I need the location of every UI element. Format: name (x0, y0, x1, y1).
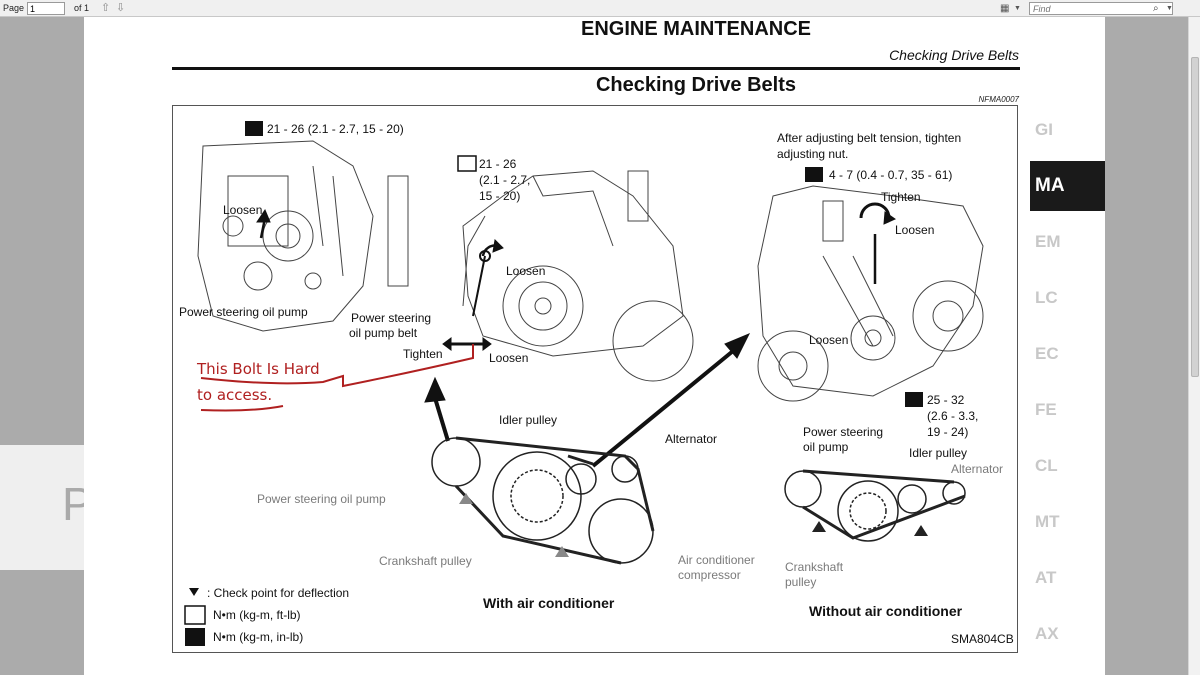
torque-spec-bottom-1: 25 - 32 (927, 393, 965, 407)
next-page-icon[interactable]: ⇩ (116, 2, 126, 14)
alternator-right-label: Alternator (951, 462, 1003, 476)
tab-mt[interactable]: MT (1035, 512, 1060, 531)
without-ac-caption: Without air conditioner (809, 603, 963, 619)
alternator-label: Alternator (665, 432, 717, 446)
document-page: ENGINE MAINTENANCE Checking Drive Belts … (84, 17, 1105, 675)
page-label: Page (3, 3, 25, 13)
torque-icon-right (805, 167, 823, 182)
view-options-icon[interactable]: ▦ (1000, 3, 1010, 14)
after-adjusting-note-1: After adjusting belt tension, tighten (777, 131, 961, 145)
tab-ec[interactable]: EC (1035, 344, 1059, 363)
ac-compressor-label-2: compressor (678, 568, 741, 582)
belt-diagram-with-ac (431, 436, 655, 565)
tighten-label-middle: Tighten (403, 347, 443, 361)
power-steering-oil-pump-grey-label: Power steering oil pump (257, 492, 386, 506)
tab-at[interactable]: AT (1035, 568, 1057, 587)
torque-spec-middle-1: 21 - 26 (479, 157, 517, 171)
document-header: ENGINE MAINTENANCE (580, 18, 811, 40)
document-subheader: Checking Drive Belts (889, 47, 1019, 63)
torque-spec-bottom-3: 19 - 24) (927, 425, 968, 439)
tab-ma[interactable]: MA (1030, 161, 1105, 211)
header-rule (172, 67, 1020, 70)
tab-fe[interactable]: FE (1035, 400, 1057, 419)
legend-check-point: : Check point for deflection (207, 586, 349, 600)
torque-icon-middle (457, 155, 477, 172)
drive-belt-figure: This Bolt Is Hard to access. (172, 105, 1018, 653)
loosen-label-bottom: Loosen (489, 351, 528, 365)
power-steering-oil-pump-label: Power steering oil pump (179, 305, 308, 319)
ac-compressor-label-1: Air conditioner (678, 553, 755, 567)
prev-page-icon[interactable]: ⇧ (101, 2, 111, 14)
page-number-input[interactable] (27, 2, 65, 15)
loosen-label-right-lower: Loosen (809, 333, 848, 347)
check-point-marker-icon (189, 588, 199, 596)
right-gutter (1105, 17, 1188, 675)
page-count-label: of 1 (74, 3, 90, 13)
handwritten-note-line-1: This Bolt Is Hard (196, 360, 320, 378)
with-ac-caption: With air conditioner (483, 595, 615, 611)
figure-drawing: This Bolt Is Hard to access. (179, 121, 1014, 646)
torque-spec-middle-2: (2.1 - 2.7, (479, 173, 530, 187)
loosen-arrow-left (256, 208, 271, 239)
ps-oil-pump-right-label-2: oil pump (803, 440, 849, 454)
torque-spec-left: 21 - 26 (2.1 - 2.7, 15 - 20) (267, 122, 404, 136)
legend: : Check point for deflection N•m (kg-m, … (184, 586, 349, 646)
torque-spec-bottom-2: (2.6 - 3.3, (927, 409, 978, 423)
engine-sketch-middle (462, 170, 694, 382)
figure-code: SMA804CB (951, 632, 1014, 646)
loosen-label-middle: Loosen (506, 264, 545, 278)
viewer-toolbar: Page of 1 ⇧ ⇩ ▦ ▼ ⌕ ▼ (0, 0, 1200, 17)
torque-wrench-in-lb-icon (185, 628, 205, 646)
tab-em[interactable]: EM (1035, 232, 1061, 251)
handwritten-note-line-2: to access. (197, 386, 272, 404)
torque-spec-middle-3: 15 - 20) (479, 189, 520, 203)
torque-icon-bottom (905, 392, 923, 407)
left-overlay-panel: P (0, 445, 84, 570)
find-dropdown-icon[interactable]: ▼ (1166, 5, 1173, 12)
idler-pulley-right-label: Idler pulley (909, 446, 967, 460)
tab-ax[interactable]: AX (1035, 624, 1059, 643)
scrollbar-thumb[interactable] (1191, 57, 1199, 377)
view-options-dropdown-icon[interactable]: ▼ (1014, 5, 1021, 12)
power-steering-belt-label-2: oil pump belt (349, 326, 418, 340)
left-panel-letter: P (62, 478, 84, 530)
power-steering-belt-label-1: Power steering (351, 311, 431, 325)
torque-icon-left (245, 121, 263, 136)
legend-nm-ft-lb: N•m (kg-m, ft-lb) (213, 608, 301, 622)
tighten-label-right: Tighten (881, 190, 921, 204)
idler-pulley-label: Idler pulley (499, 413, 557, 427)
vertical-scrollbar[interactable] (1188, 17, 1200, 675)
left-gutter (0, 17, 84, 675)
tension-bolt-middle (472, 250, 491, 317)
tab-lc[interactable]: LC (1035, 288, 1058, 307)
tab-cl[interactable]: CL (1035, 456, 1058, 475)
engine-sketch-left (197, 140, 409, 332)
belt-diagram-without-ac (784, 469, 966, 542)
crankshaft-right-label-2: pulley (785, 575, 816, 589)
tab-gi[interactable]: GI (1035, 120, 1053, 139)
loosen-arrow-middle (481, 238, 504, 257)
handwritten-annotation: This Bolt Is Hard to access. (196, 344, 474, 412)
ps-oil-pump-right-label-1: Power steering (803, 425, 883, 439)
loosen-label-left: Loosen (223, 203, 262, 217)
reference-code: NFMA0007 (978, 95, 1019, 104)
search-icon[interactable]: ⌕ (1153, 3, 1159, 14)
find-input[interactable] (1029, 2, 1173, 15)
torque-spec-right: 4 - 7 (0.4 - 0.7, 35 - 61) (829, 168, 952, 182)
engine-sketch-right (757, 185, 984, 402)
tighten-loosen-arrow (442, 337, 492, 351)
crankshaft-pulley-label: Crankshaft pulley (379, 554, 472, 568)
pointer-arrows (424, 333, 751, 468)
loosen-label-right: Loosen (895, 223, 934, 237)
tighten-arrow-right (859, 202, 897, 225)
section-title: Checking Drive Belts (595, 74, 797, 96)
crankshaft-right-label-1: Crankshaft (785, 560, 844, 574)
after-adjusting-note-2: adjusting nut. (777, 147, 848, 161)
legend-nm-in-lb: N•m (kg-m, in-lb) (213, 630, 303, 644)
torque-wrench-ft-lb-icon (184, 605, 206, 625)
